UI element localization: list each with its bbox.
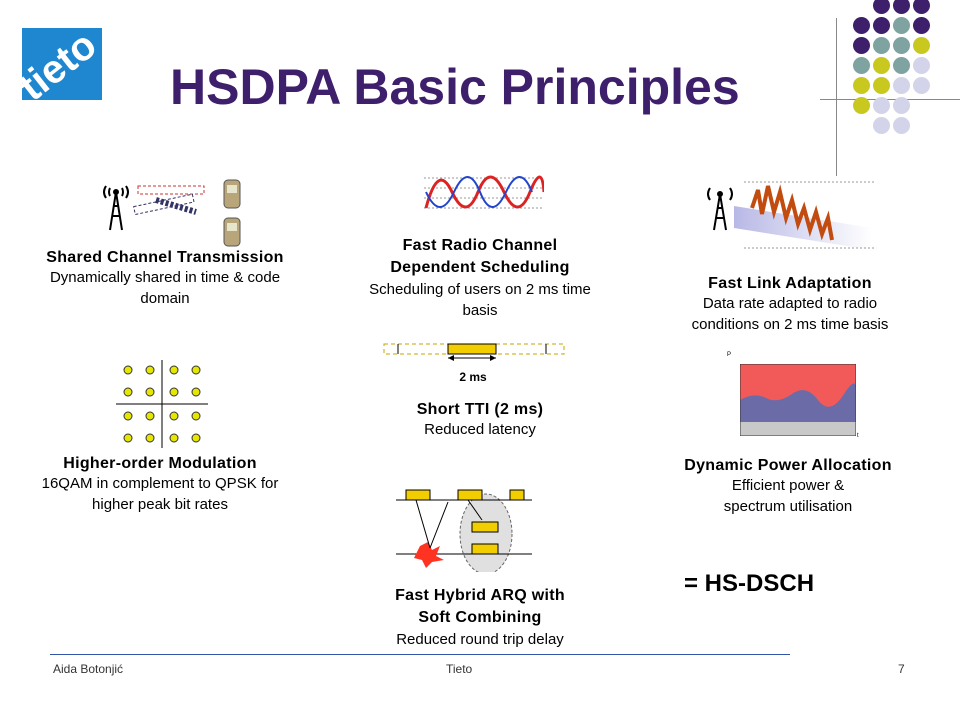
antenna-icon xyxy=(707,187,733,231)
tti-label: 2 ms xyxy=(459,370,487,384)
short-tti-block: Short TTI (2 ms) Reduced latency xyxy=(330,401,630,440)
power-allocation-heading: Dynamic Power Allocation xyxy=(684,457,892,474)
link-adaptation-heading: Fast Link Adaptation xyxy=(708,275,872,292)
decor-dot xyxy=(853,77,870,94)
link-adaptation-desc-line2: conditions on 2 ms time basis xyxy=(691,316,889,333)
decor-dot xyxy=(853,57,870,74)
scheduling-heading-line1: Fast Radio Channel xyxy=(402,237,558,254)
scheduling-heading-line2: Dependent Scheduling xyxy=(390,259,570,276)
scheduling-desc-line1: Scheduling of users on 2 ms time xyxy=(369,281,591,298)
decor-dot xyxy=(893,0,910,14)
horizontal-rule xyxy=(820,99,960,100)
modulation-desc-line1: 16QAM in complement to QPSK for xyxy=(41,475,279,492)
harq-heading-line1: Fast Hybrid ARQ with xyxy=(395,587,565,604)
shared-channel-desc-line1: Dynamically shared in time & code xyxy=(49,269,281,286)
power-allocation-chart xyxy=(740,364,856,436)
shared-channel-block: Shared Channel Transmission Dynamically … xyxy=(0,249,330,309)
modulation-block: Higher-order Modulation 16QAM in complem… xyxy=(0,455,320,515)
mobile-phone-icon xyxy=(223,179,241,247)
footer-page-number: 7 xyxy=(898,662,905,676)
decor-dot xyxy=(853,17,870,34)
decor-dot xyxy=(893,117,910,134)
decor-dot xyxy=(913,77,930,94)
tti-diagram xyxy=(383,343,565,361)
harq-diagram xyxy=(396,489,532,572)
decor-dot xyxy=(893,97,910,114)
decor-dot xyxy=(873,77,890,94)
footer-company: Tieto xyxy=(446,662,473,676)
shared-channel-heading: Shared Channel Transmission xyxy=(46,249,284,266)
decor-dot xyxy=(873,17,890,34)
decor-dot xyxy=(873,57,890,74)
decor-dot xyxy=(893,17,910,34)
short-tti-heading: Short TTI (2 ms) xyxy=(416,401,544,418)
shared-channel-desc-line2: domain xyxy=(140,290,190,307)
link-adaptation-illustration xyxy=(707,181,874,250)
shared-channel-illustration xyxy=(103,179,241,247)
link-adaptation-desc-line1: Data rate adapted to radio xyxy=(702,295,878,312)
power-allocation-desc-line1: Efficient power & xyxy=(731,477,845,494)
harq-block: Fast Hybrid ARQ with Soft Combining Redu… xyxy=(330,585,630,650)
decor-dot xyxy=(913,0,930,14)
footer-rule xyxy=(50,654,790,655)
decor-dot xyxy=(893,57,910,74)
decor-dot xyxy=(913,37,930,54)
harq-desc: Reduced round trip delay xyxy=(396,631,564,648)
scheduling-desc-line2: basis xyxy=(462,302,498,319)
decor-dot xyxy=(873,117,890,134)
short-tti-desc: Reduced latency xyxy=(424,421,536,438)
decor-dot xyxy=(853,97,870,114)
modulation-heading: Higher-order Modulation xyxy=(63,455,257,472)
harq-heading-line2: Soft Combining xyxy=(418,609,542,626)
decor-dot xyxy=(873,37,890,54)
footer-author: Aida Botonjić xyxy=(53,662,124,676)
decor-dot xyxy=(853,37,870,54)
scheduling-waveform xyxy=(424,175,544,209)
power-allocation-desc-line2: spectrum utilisation xyxy=(723,498,853,515)
scheduling-block: Fast Radio Channel Dependent Scheduling … xyxy=(330,235,630,321)
decor-dot xyxy=(893,77,910,94)
power-allocation-block: Dynamic Power Allocation Efficient power… xyxy=(640,457,936,517)
modulation-desc-line2: higher peak bit rates xyxy=(92,496,228,513)
decor-dot xyxy=(913,17,930,34)
power-axis-p-label: P xyxy=(727,352,732,358)
page-title: HSDPA Basic Principles xyxy=(170,59,740,115)
qam-constellation xyxy=(116,360,208,448)
tieto-logo: tieto xyxy=(22,28,102,100)
decor-dot xyxy=(873,97,890,114)
decor-dot xyxy=(893,37,910,54)
hs-dsch-summary: = HS-DSCH xyxy=(684,570,815,597)
decorative-dot-grid xyxy=(0,0,960,176)
link-adaptation-block: Fast Link Adaptation Data rate adapted t… xyxy=(650,275,930,335)
antenna-icon xyxy=(103,185,129,231)
decor-dot xyxy=(873,0,890,14)
power-axis-t-label: t xyxy=(857,433,859,439)
hatched-arrows xyxy=(133,185,205,216)
vertical-rule xyxy=(836,18,837,176)
decor-dot xyxy=(913,57,930,74)
